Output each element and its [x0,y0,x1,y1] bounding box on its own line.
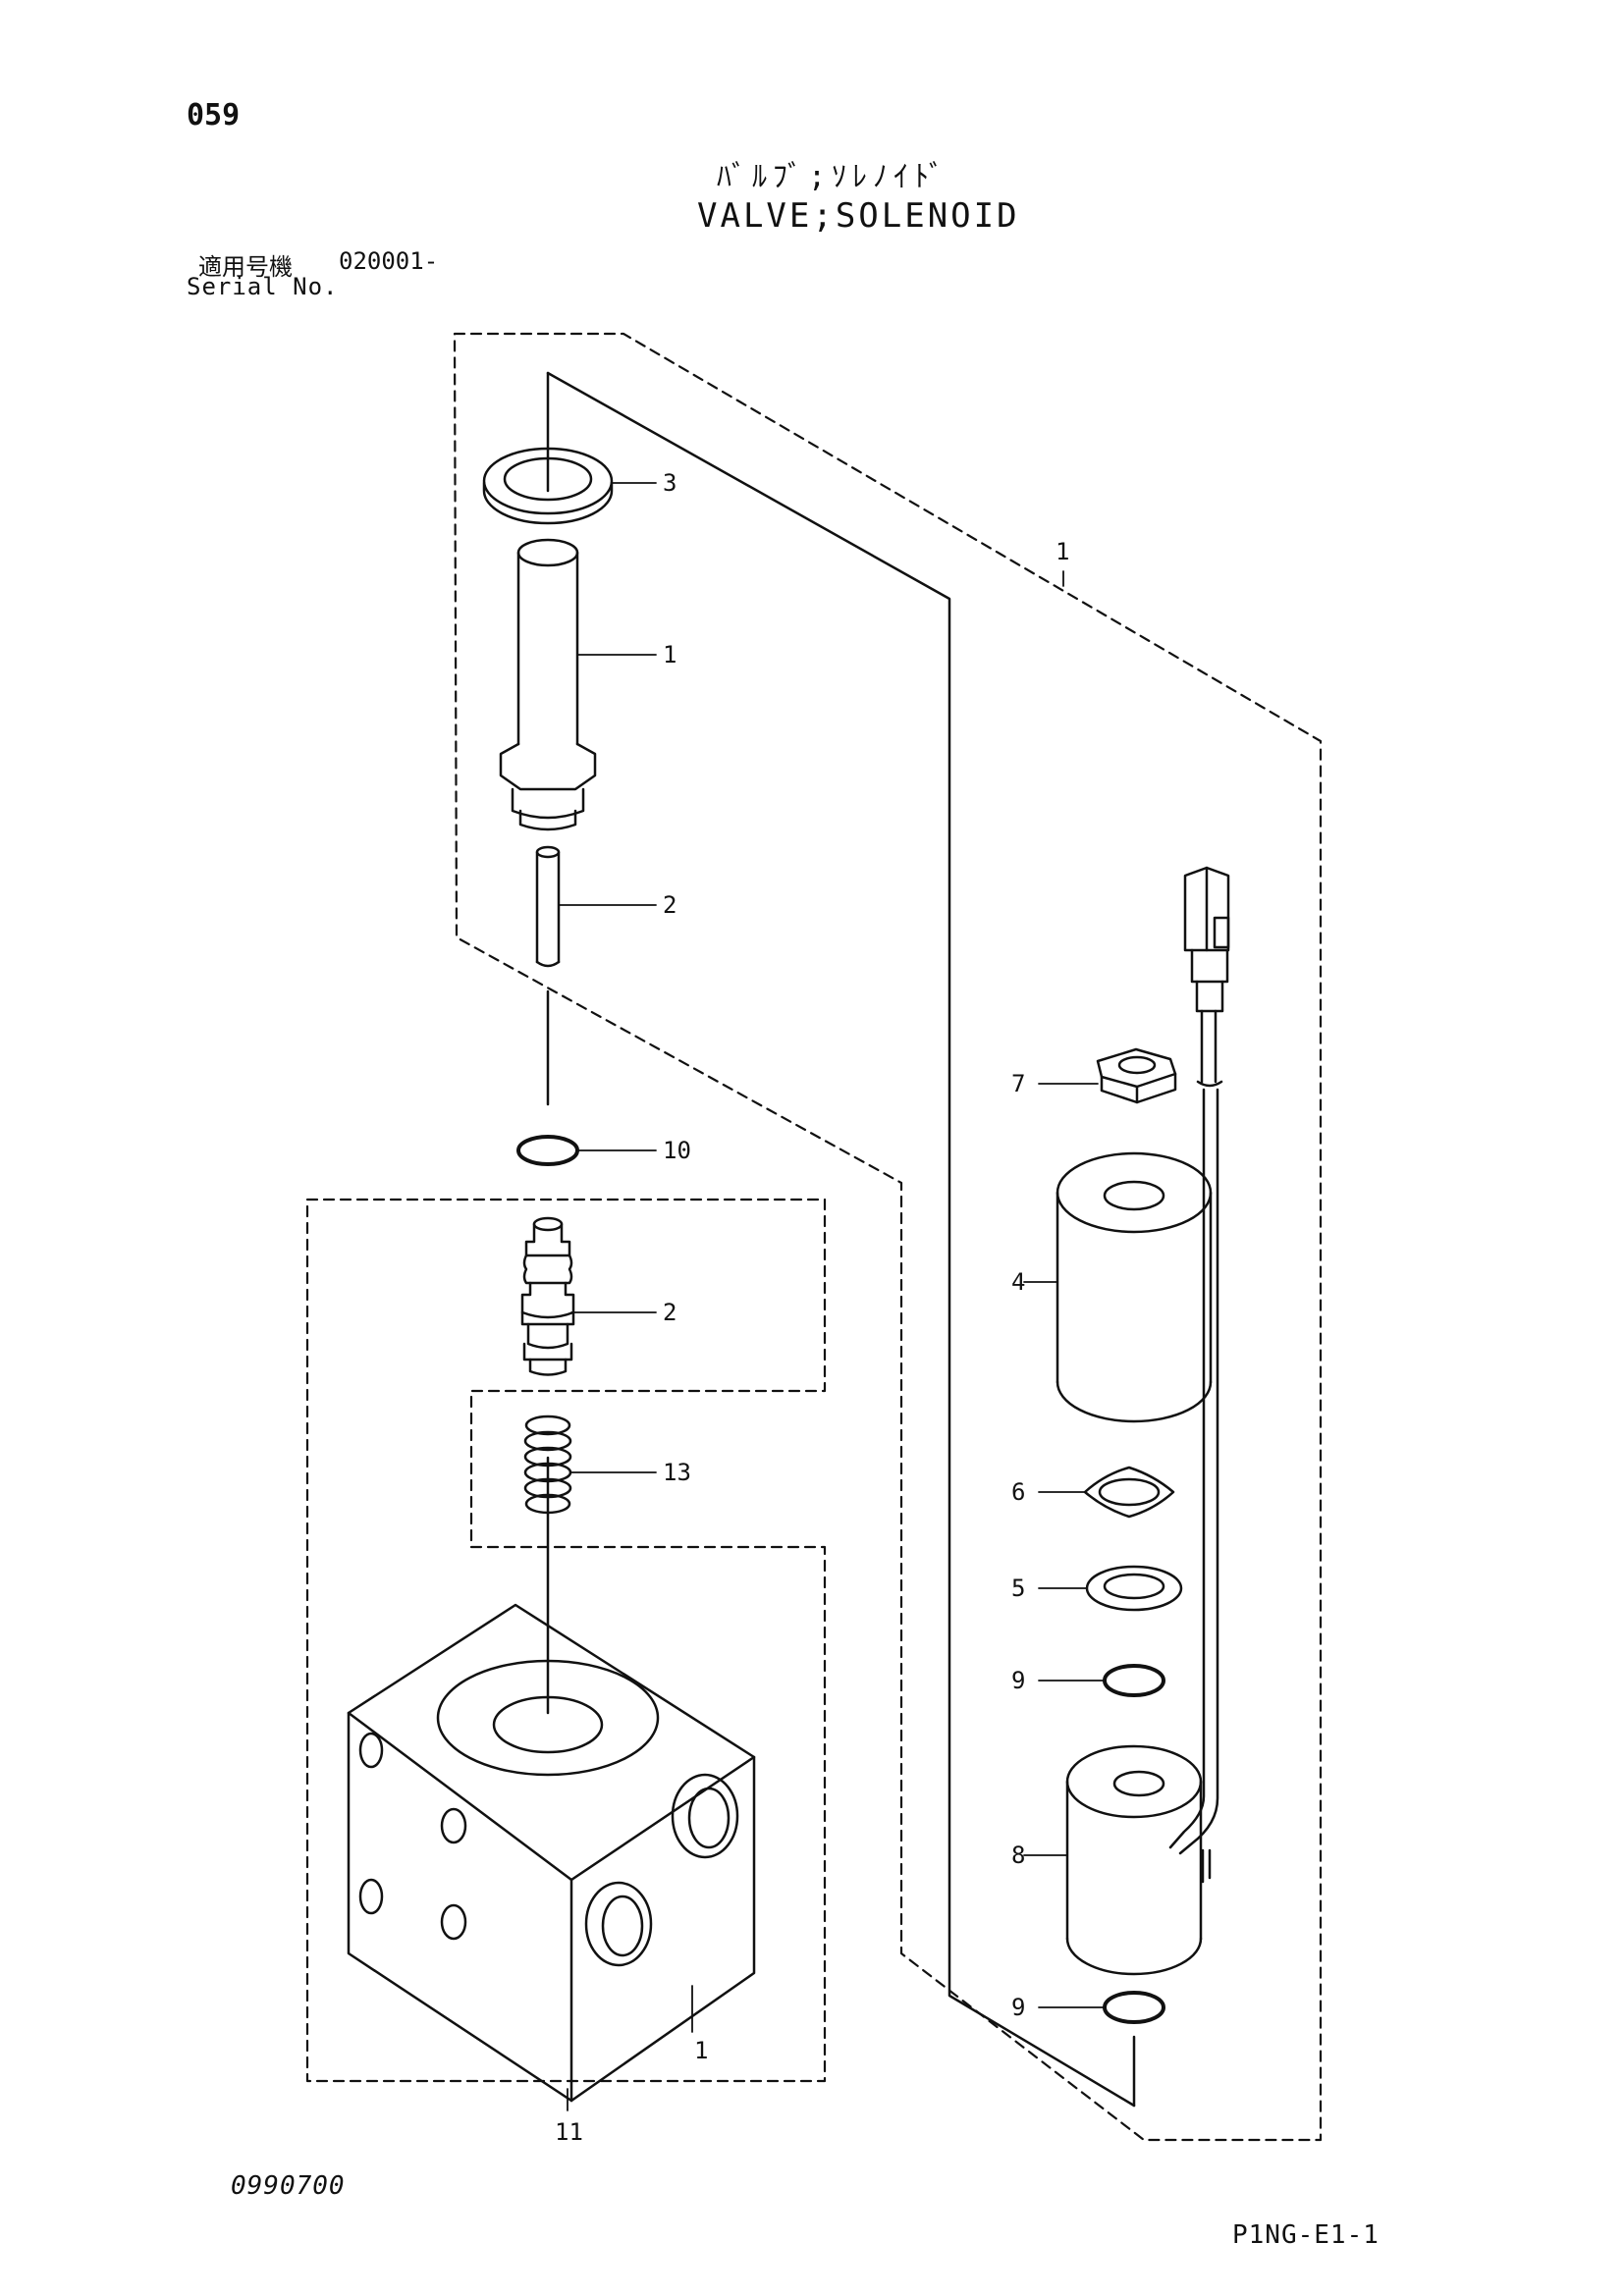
serial-value: 020001- [339,247,439,275]
large-coil-part [1056,1151,1213,1423]
callout-coil-large: 4 [1011,1268,1025,1296]
title-japanese: ﾊﾞﾙﾌﾞ;ｿﾚﾉｲﾄﾞ [717,160,950,194]
leader-lines [558,482,1106,2111]
oring-part [516,1135,579,1166]
callout-spring: 13 [663,1459,691,1486]
oring-lower-part [1103,1991,1165,2024]
callout-oring-upper: 9 [1011,1667,1025,1694]
small-coil-part [1065,1744,1203,1976]
callout-body: 1 [694,2037,708,2064]
washer-part [1085,1565,1183,1612]
tube-part [499,538,597,831]
callout-oring-middle: 10 [663,1137,691,1164]
diamond-seal-part [1083,1466,1175,1519]
callout-washer: 5 [1011,1575,1025,1602]
callout-upper-tube: 1 [663,641,677,668]
valve-body-part [347,1603,756,2103]
assembly-boundary [453,332,1323,2142]
seal-ring-part [482,447,614,525]
hex-nut-part [1096,1047,1177,1104]
callout-cartridge-group: 11 [555,2118,583,2146]
pin-part [535,845,561,968]
spool-part [520,1216,575,1376]
document-code: 0990700 [231,2171,346,2201]
drawing-id: P1NG-E1-1 [1232,2220,1380,2250]
connector-wire-part [1168,866,1230,1884]
title-english: VALVE;SOLENOID [697,196,1020,236]
serial-label-japanese: 適用号機 [198,253,293,281]
assembly-solid-outline [546,371,1136,2108]
callout-spool: 2 [663,1299,677,1326]
callout-nut: 7 [1011,1070,1025,1097]
callout-upper-pin: 2 [663,891,677,919]
serial-label-english: Serial No. [187,273,339,300]
spool-group-boundary [305,1198,827,2083]
page-number: 059 [187,98,241,133]
callout-oring-lower: 9 [1011,1994,1025,2021]
axis-lines [546,371,1136,2108]
callout-assembly: 1 [1056,538,1069,565]
oring-upper-part [1103,1664,1165,1697]
callout-upper-seal: 3 [663,469,677,497]
callout-diamond-seal: 6 [1011,1478,1025,1506]
group-boundaries [305,332,1323,2142]
callout-coil-small: 8 [1011,1842,1025,1869]
